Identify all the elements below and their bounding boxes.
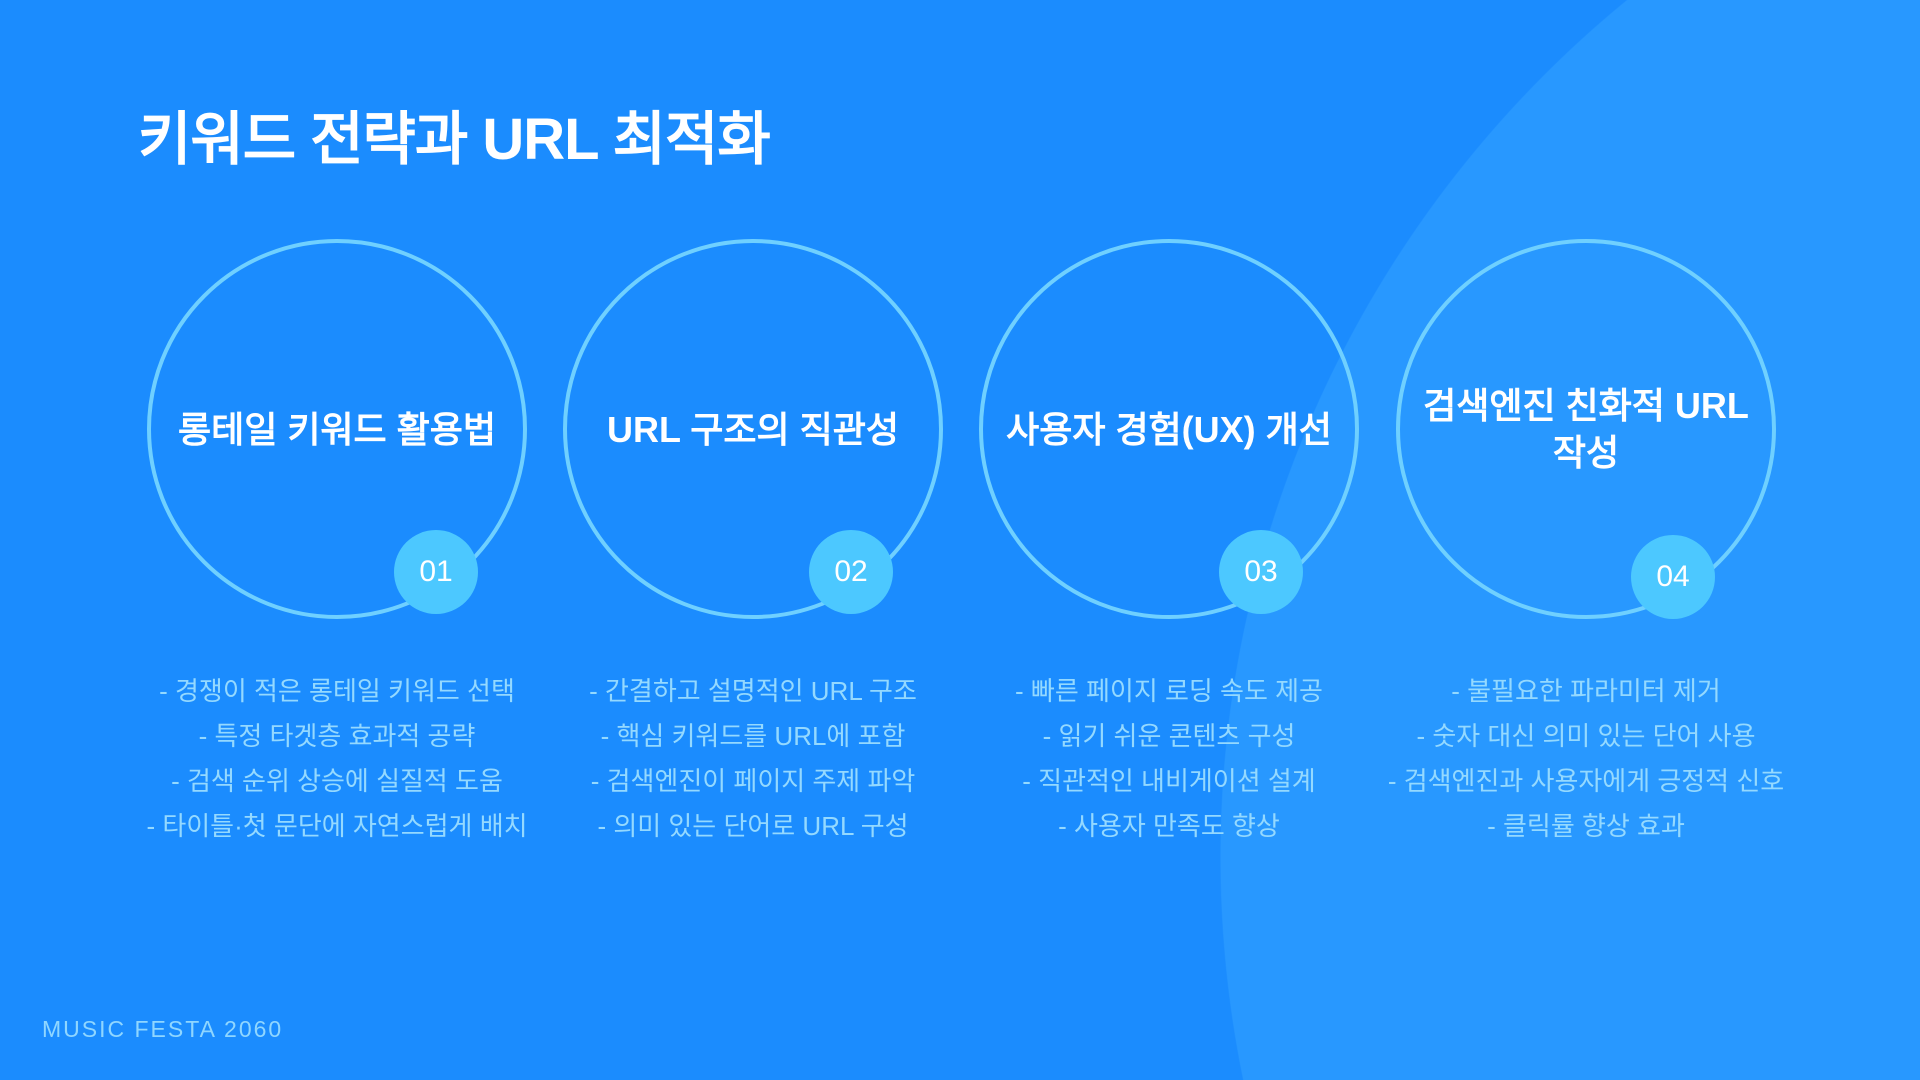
card-ring bbox=[979, 239, 1359, 619]
bullet-item: - 클릭률 향상 효과 bbox=[1487, 811, 1685, 841]
bullet-item: - 핵심 키워드를 URL에 포함 bbox=[600, 721, 906, 751]
footer-brand: MUSIC FESTA 2060 bbox=[42, 1016, 284, 1042]
card-title: 롱테일 키워드 활용법 bbox=[177, 408, 497, 450]
card-title: 검색엔진 친화적 URL 작성 bbox=[1423, 385, 1749, 473]
bullet-list: - 불필요한 파라미터 제거 - 숫자 대신 의미 있는 단어 사용 - 검색엔… bbox=[1376, 669, 1796, 849]
bullet-item: - 읽기 쉬운 콘텐츠 구성 bbox=[1042, 721, 1296, 751]
bullet-item: - 검색엔진과 사용자에게 긍정적 신호 bbox=[1387, 766, 1785, 796]
bullet-item: - 사용자 만족도 향상 bbox=[1058, 811, 1280, 841]
card-ring bbox=[1396, 239, 1776, 619]
bullet-item: - 검색엔진이 페이지 주제 파악 bbox=[590, 766, 916, 796]
bullet-item: - 간결하고 설명적인 URL 구조 bbox=[589, 676, 917, 706]
number-badge: 01 bbox=[394, 530, 478, 614]
card-ring bbox=[563, 239, 943, 619]
bullet-list: - 경쟁이 적은 롱테일 키워드 선택 - 특정 타겟층 효과적 공략 - 검색… bbox=[107, 669, 567, 849]
bullet-item: - 숫자 대신 의미 있는 단어 사용 bbox=[1416, 721, 1756, 751]
number-badge: 03 bbox=[1219, 530, 1303, 614]
page-title: 키워드 전략과 URL 최적화 bbox=[138, 107, 771, 172]
bullet-item: - 타이틀·첫 문단에 자연스럽게 배치 bbox=[146, 811, 528, 841]
bullet-item: - 검색 순위 상승에 실질적 도움 bbox=[171, 766, 503, 796]
bullet-list: - 간결하고 설명적인 URL 구조 - 핵심 키워드를 URL에 포함 - 검… bbox=[523, 669, 983, 849]
bullet-item: - 의미 있는 단어로 URL 구성 bbox=[597, 811, 909, 841]
number-badge: 04 bbox=[1631, 535, 1715, 619]
card-ring bbox=[147, 239, 527, 619]
bullet-item: - 직관적인 내비게이션 설계 bbox=[1022, 766, 1316, 796]
bullet-item: - 불필요한 파라미터 제거 bbox=[1451, 676, 1721, 706]
bullet-item: - 빠른 페이지 로딩 속도 제공 bbox=[1015, 676, 1323, 706]
number-badge: 02 bbox=[809, 530, 893, 614]
bullet-list: - 빠른 페이지 로딩 속도 제공 - 읽기 쉬운 콘텐츠 구성 - 직관적인 … bbox=[939, 669, 1399, 849]
card-title: 사용자 경험(UX) 개선 bbox=[1006, 408, 1332, 450]
card-title: URL 구조의 직관성 bbox=[606, 408, 900, 450]
bullet-item: - 특정 타겟층 효과적 공략 bbox=[198, 721, 476, 751]
bullet-item: - 경쟁이 적은 롱테일 키워드 선택 bbox=[159, 676, 515, 706]
